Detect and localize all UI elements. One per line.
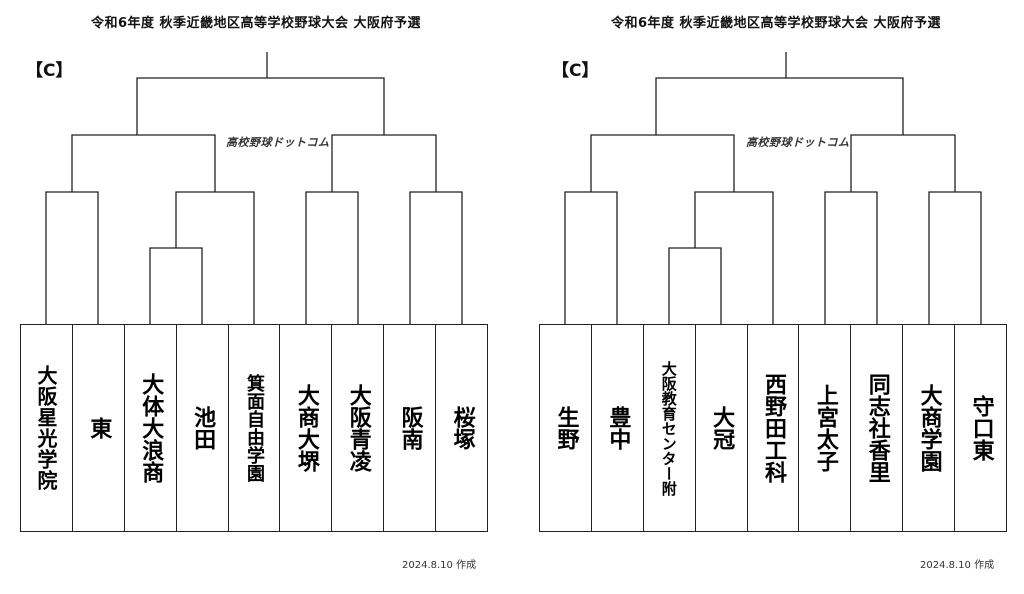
team-cell: 生野 bbox=[540, 325, 592, 531]
team-name: 大阪星光学院 bbox=[33, 365, 58, 491]
team-cell: 大阪星光学院 bbox=[21, 325, 73, 531]
team-name: 大阪青凌 bbox=[345, 384, 371, 472]
team-name: 大商大堺 bbox=[293, 384, 319, 472]
team-cell: 大体大浪商 bbox=[125, 325, 177, 531]
bracket-panel-left: 令和6年度 秋季近畿地区高等学校野球大会 大阪府予選 【C】 高校野球ドットコム… bbox=[20, 16, 488, 571]
bracket-lines bbox=[45, 52, 463, 324]
team-name: 生野 bbox=[553, 406, 579, 450]
team-cell: 大阪教育センター附 bbox=[644, 325, 696, 531]
team-name: 守口東 bbox=[968, 395, 994, 461]
tournament-title: 令和6年度 秋季近畿地区高等学校野球大会 大阪府予選 bbox=[610, 16, 942, 31]
team-cell: 同志社香里 bbox=[851, 325, 904, 531]
tournament-title: 令和6年度 秋季近畿地区高等学校野球大会 大阪府予選 bbox=[90, 16, 422, 31]
team-name: 阪南 bbox=[397, 406, 423, 450]
team-name: 大阪教育センター附 bbox=[659, 360, 678, 496]
team-name: 大商学園 bbox=[916, 384, 942, 472]
team-name: 上宮太子 bbox=[812, 384, 838, 472]
team-name: 池田 bbox=[190, 406, 216, 450]
team-name: 西野田工科 bbox=[761, 373, 786, 483]
bracket-lines bbox=[564, 52, 982, 324]
block-label: 【C】 bbox=[552, 61, 599, 81]
team-cell: 東 bbox=[73, 325, 125, 531]
created-date: 2024.8.10 作成 bbox=[402, 560, 477, 571]
team-name: 大体大浪商 bbox=[138, 373, 164, 483]
team-cell: 守口東 bbox=[955, 325, 1006, 531]
team-cell: 桜塚 bbox=[436, 325, 487, 531]
team-cell: 大商大堺 bbox=[280, 325, 333, 531]
team-name: 同志社香里 bbox=[864, 373, 890, 483]
team-cell: 池田 bbox=[177, 325, 229, 531]
site-logo: 高校野球ドットコム bbox=[746, 136, 850, 149]
team-name: 大冠 bbox=[709, 406, 735, 450]
team-cell: 上宮太子 bbox=[799, 325, 852, 531]
team-row: 生野 豊中 大阪教育センター附 大冠 西野田工科 上宮太子 同志社香里 大商学園… bbox=[539, 324, 1007, 532]
team-name: 箕面自由学園 bbox=[244, 374, 265, 482]
team-row: 大阪星光学院 東 大体大浪商 池田 箕面自由学園 大商大堺 大阪青凌 阪南 桜塚 bbox=[20, 324, 488, 532]
team-cell: 大商学園 bbox=[903, 325, 956, 531]
team-cell: 阪南 bbox=[384, 325, 437, 531]
team-cell: 大阪青凌 bbox=[332, 325, 385, 531]
block-label: 【C】 bbox=[26, 61, 73, 81]
created-date: 2024.8.10 作成 bbox=[920, 560, 995, 571]
team-name: 桜塚 bbox=[449, 406, 475, 450]
team-cell: 西野田工科 bbox=[748, 325, 800, 531]
bracket-panel-right: 令和6年度 秋季近畿地区高等学校野球大会 大阪府予選 【C】 高校野球ドットコム… bbox=[520, 0, 1024, 594]
team-cell: 箕面自由学園 bbox=[229, 325, 281, 531]
site-logo: 高校野球ドットコム bbox=[226, 136, 330, 149]
team-cell: 豊中 bbox=[592, 325, 644, 531]
team-name: 豊中 bbox=[605, 406, 631, 450]
team-name: 東 bbox=[86, 417, 112, 439]
team-cell: 大冠 bbox=[696, 325, 748, 531]
